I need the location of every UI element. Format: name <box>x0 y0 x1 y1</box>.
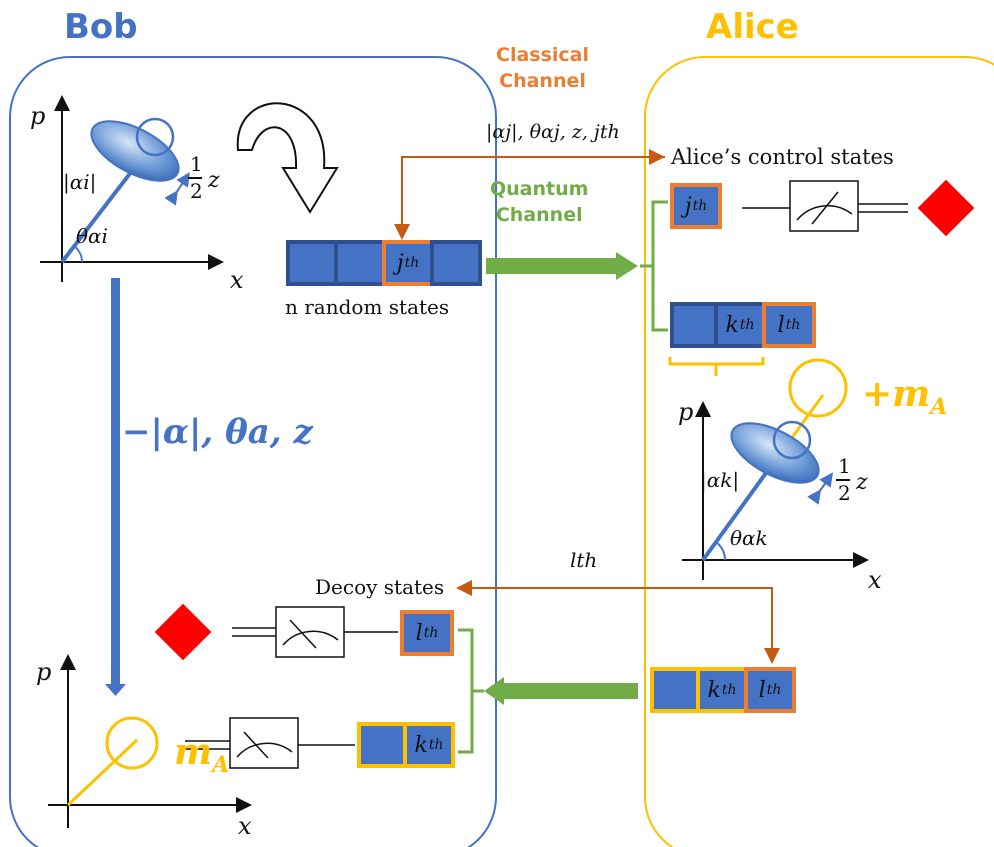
random-state-cell-1 <box>286 240 338 286</box>
decoy-states-label: Decoy states <box>315 575 445 599</box>
alice-phase-plot <box>682 358 869 580</box>
x-axis-label: x <box>230 266 244 294</box>
z-label: z <box>208 168 220 193</box>
classical-message: |αj|, θαj, z, jth <box>486 121 620 143</box>
quantum-arrow-top <box>486 252 638 280</box>
fraction-bar <box>188 177 202 179</box>
alice-z-label: z <box>856 470 868 495</box>
alice-yellow-bracket <box>668 357 765 376</box>
bob-down-arrow <box>105 278 126 696</box>
bob-box <box>9 56 497 847</box>
quantum-arrow-bottom <box>484 677 638 705</box>
n-random-states-label: n random states <box>285 295 450 319</box>
half-numerator: 1 <box>190 152 203 176</box>
alice-title: Alice <box>706 7 799 47</box>
alice-control-states-label: Alice’s control states <box>671 145 894 169</box>
alice-half-numerator: 1 <box>838 454 851 478</box>
bob-bottom-x-axis-label: x <box>238 812 252 840</box>
alice-bottom-cell-1 <box>650 667 700 713</box>
theta-alpha-k-label: θαk <box>730 526 768 550</box>
bob-parameters-label: −|α|, θa, z <box>122 412 313 452</box>
random-state-cell-4 <box>430 240 482 286</box>
bob-decoy-detector <box>232 606 398 658</box>
m-a-label: mA <box>174 731 230 779</box>
half-denominator: 2 <box>190 179 203 203</box>
alice-cell-1 <box>670 302 718 348</box>
bob-key-detector <box>185 717 355 769</box>
alice-fraction-bar <box>836 479 850 481</box>
alice-detector <box>742 180 908 232</box>
bob-green-bracket <box>458 628 484 754</box>
bob-title: Bob <box>64 7 138 47</box>
classical-channel-label: Classical Channel <box>496 44 590 92</box>
curved-arrow <box>236 102 339 214</box>
bob-phase-plot-bottom <box>48 654 252 828</box>
alice-box <box>644 56 994 847</box>
lth-message: lth <box>570 548 598 572</box>
bob-bottom-cell-1 <box>357 722 407 768</box>
alice-x-axis-label: x <box>868 566 882 594</box>
p-axis-label: p <box>30 102 46 130</box>
theta-alpha-i-label: θαi <box>76 224 108 248</box>
bob-phase-plot-top <box>40 95 224 282</box>
classical-arrow-lth <box>456 580 780 664</box>
bob-bottom-p-axis-label: p <box>36 658 52 686</box>
random-state-cell-2 <box>334 240 386 286</box>
alpha-k-label: |αk| <box>700 468 740 492</box>
squeezed-state-ellipse <box>90 120 180 182</box>
alice-p-axis-label: p <box>678 398 694 426</box>
alpha-i-label: |αi| <box>63 170 97 194</box>
alice-red-diamond <box>917 179 975 237</box>
plus-m-a-label: +mA <box>862 373 948 421</box>
alice-green-bracket <box>640 200 668 332</box>
alice-half-denominator: 2 <box>838 481 851 505</box>
quantum-channel-label: Quantum Channel <box>490 178 589 226</box>
classical-arrow-top <box>394 149 665 240</box>
bob-red-diamond <box>154 603 212 661</box>
